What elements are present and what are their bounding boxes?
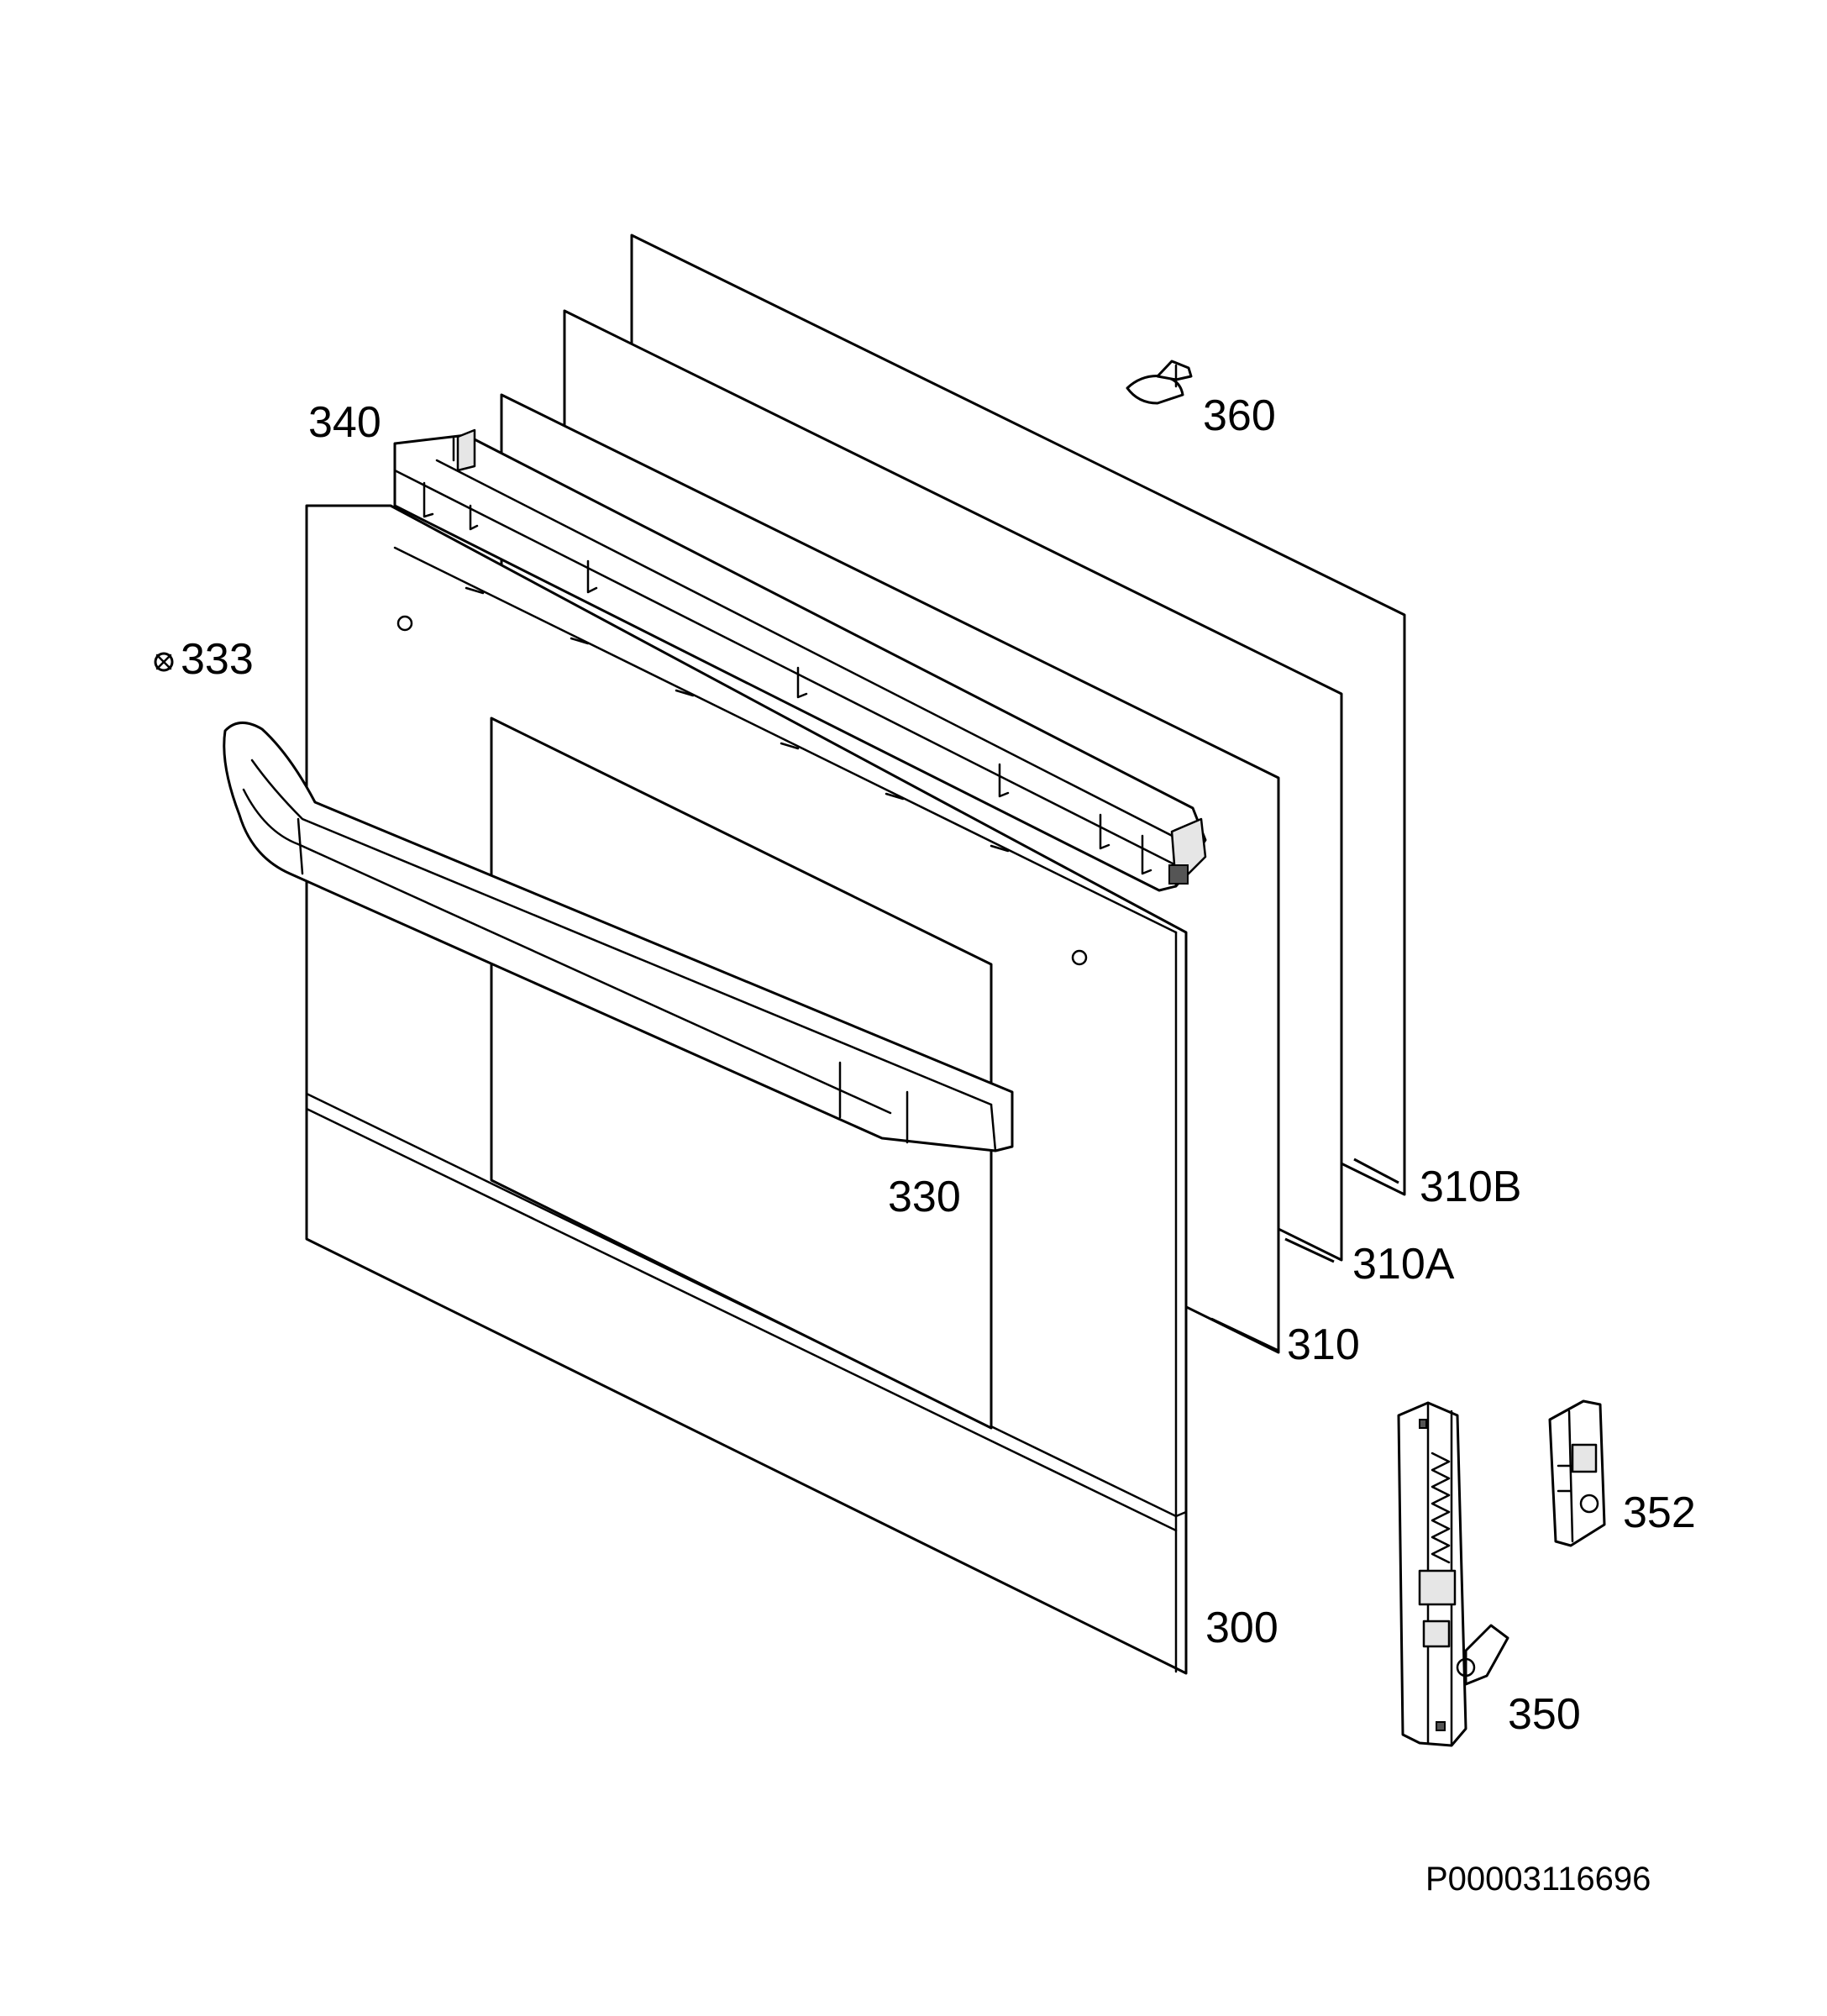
screw-333 [154, 652, 174, 672]
callout-leaders [1210, 1158, 1399, 1352]
callout-333: 333 [181, 635, 254, 684]
callout-350: 350 [1508, 1690, 1581, 1739]
callout-340: 340 [308, 398, 381, 447]
callout-310: 310 [1287, 1320, 1360, 1369]
document-id: P00003116696 [1425, 1861, 1651, 1898]
callout-330: 330 [888, 1173, 961, 1221]
callout-352: 352 [1623, 1488, 1696, 1537]
door-handle-330 [223, 722, 1014, 1152]
clip-360 [1126, 360, 1193, 405]
callout-360: 360 [1203, 391, 1276, 440]
door-top-trim-340 [393, 428, 1207, 892]
callout-300: 300 [1205, 1604, 1278, 1652]
hinge-350 [1397, 1401, 1509, 1747]
callout-310B: 310B [1420, 1163, 1521, 1211]
callout-310A: 310A [1352, 1240, 1455, 1289]
hinge-receiver-352 [1548, 1399, 1606, 1547]
